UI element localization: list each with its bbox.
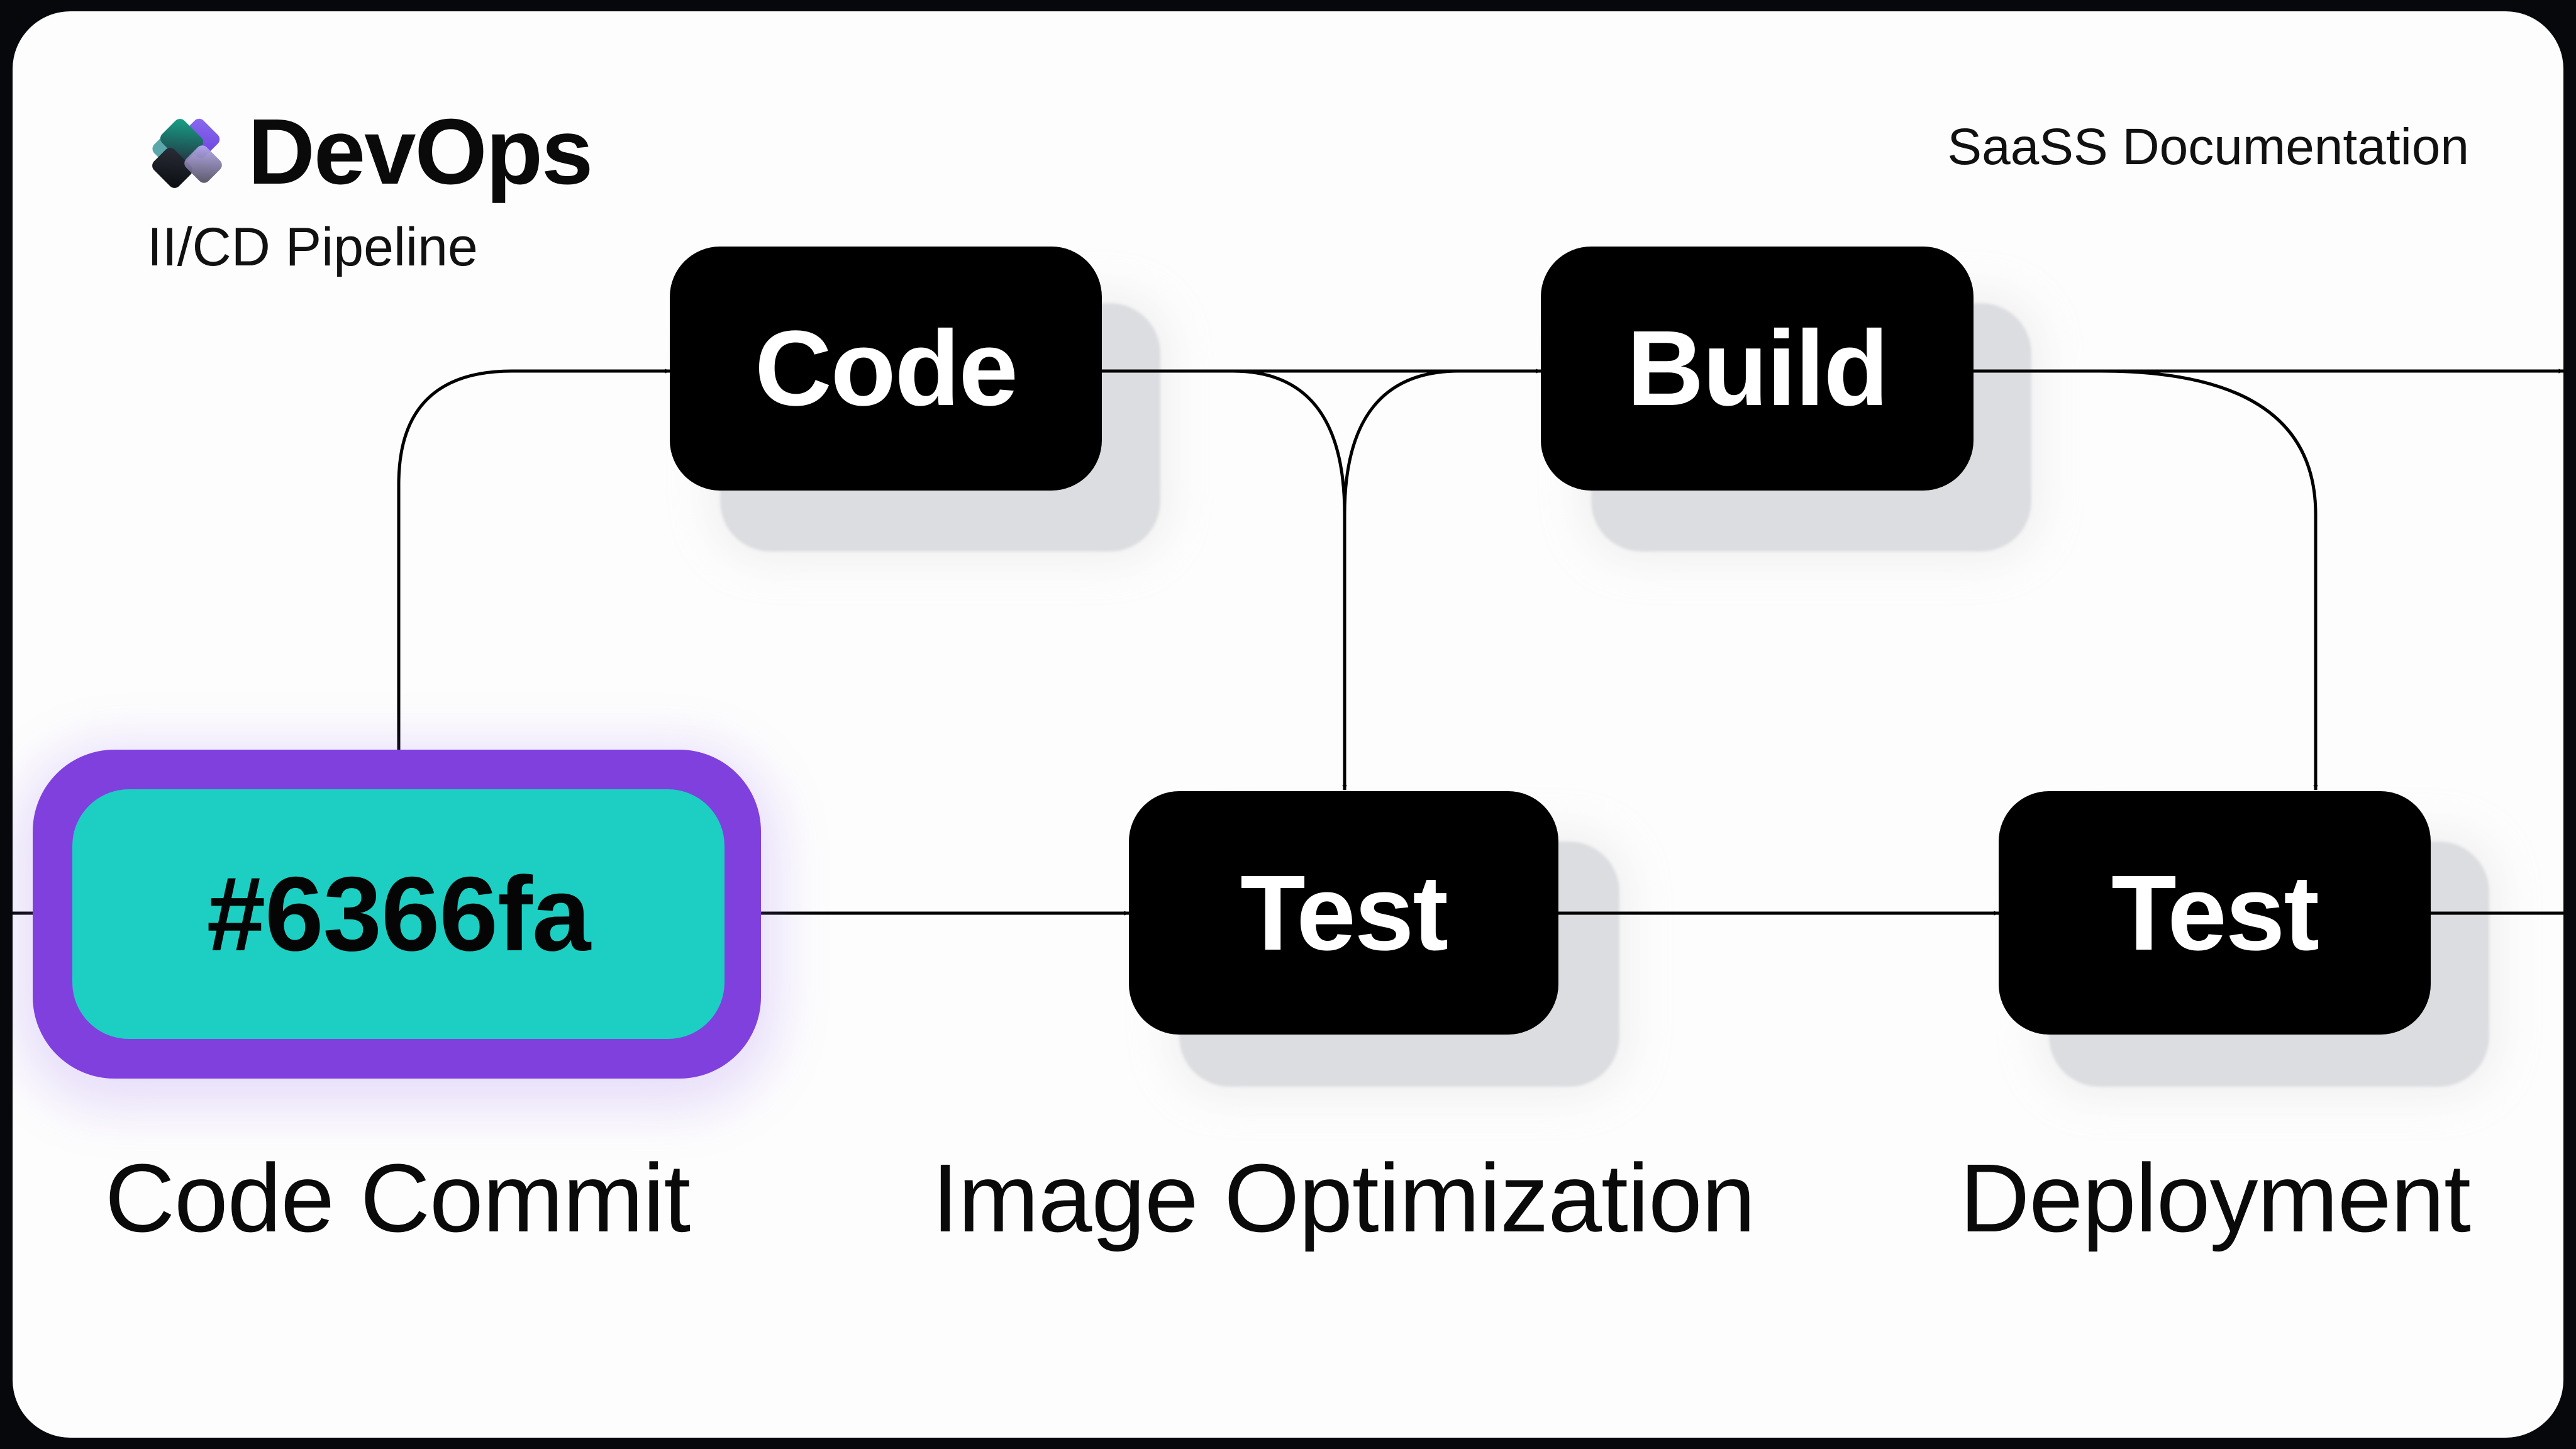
brand-title: DevOps [248,100,593,204]
documentation-link[interactable]: SaaSS Documentation [1947,118,2469,175]
connector-commit-to-code [397,369,670,753]
test2-node-label: Test [2111,853,2319,973]
test1-node[interactable]: Test [1129,791,1558,1035]
stage-label-deployment: Deployment [1960,1144,2471,1252]
commit-node-inner: #6366fa [72,789,724,1039]
code-node[interactable]: Code [670,247,1102,491]
connector-code-to-test1-right [1343,369,1460,515]
test2-node[interactable]: Test [1999,791,2431,1035]
devops-logo-icon [152,118,222,188]
diagram-card: DevOps II/CD Pipeline SaaSS Documentatio… [13,11,2563,1438]
test1-node-label: Test [1240,853,1448,973]
code-node-label: Code [755,309,1018,428]
build-node[interactable]: Build [1541,247,1974,491]
build-node-label: Build [1626,309,1889,428]
connector-code-to-test1-left [1232,369,1347,790]
pipeline-connectors [13,369,2563,916]
commit-hash-label: #6366fa [206,855,591,973]
commit-node[interactable]: #6366fa [33,750,761,1079]
stage-label-code-commit: Code Commit [104,1144,691,1252]
brand-subtitle: II/CD Pipeline [147,217,478,277]
stage-label-image-optimization: Image Optimization [931,1144,1756,1252]
connector-build-to-test2 [2100,369,2318,790]
